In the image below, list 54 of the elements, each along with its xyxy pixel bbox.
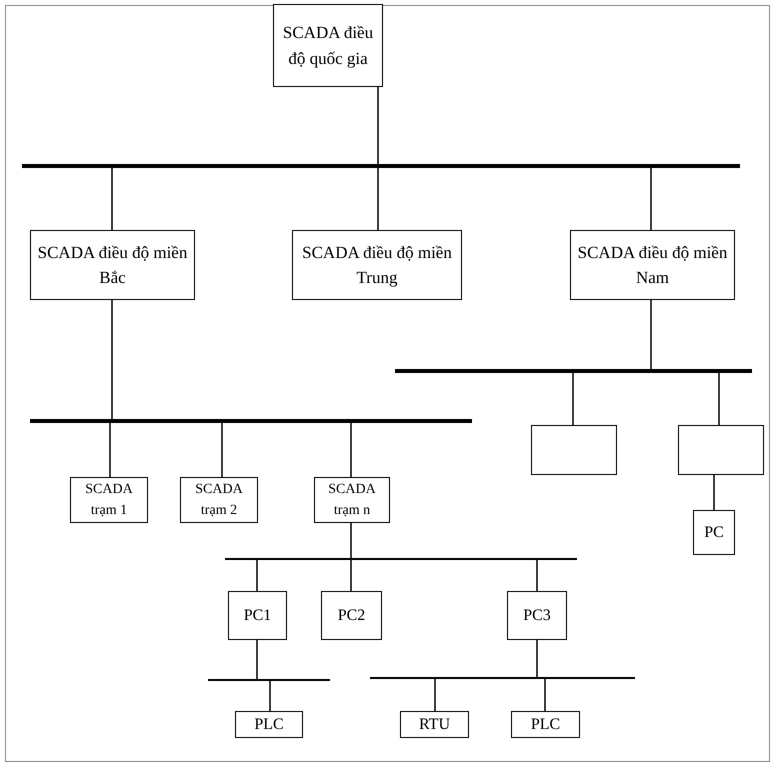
connector-line (109, 423, 111, 477)
empty-box (678, 425, 764, 475)
bus-line (370, 677, 635, 679)
connector-line (111, 168, 113, 230)
connector-line (377, 87, 379, 164)
device-box (180, 477, 258, 523)
connector-line (256, 560, 258, 591)
connector-line (111, 300, 113, 419)
connector-line (536, 560, 538, 591)
node-label: SCADA điều độ quốc gia (282, 22, 374, 70)
connector-line (650, 300, 652, 369)
node-label: PC (704, 522, 724, 542)
connector-line (256, 640, 258, 679)
connector-line (434, 679, 436, 711)
connector-line (713, 475, 715, 510)
device-box (321, 591, 382, 640)
node-label: SCADA trạm n (327, 481, 377, 520)
node-label: PLC (530, 714, 560, 734)
node-label: SCADA trạm 2 (194, 481, 244, 520)
device-box (314, 477, 390, 523)
node-label: SCADA trạm 1 (84, 481, 134, 520)
connector-line (544, 679, 546, 711)
node-label: PC2 (338, 606, 366, 626)
empty-box (531, 425, 617, 475)
connector-line (350, 560, 352, 591)
device-box (507, 591, 567, 640)
device-box (511, 711, 580, 738)
connector-line (572, 373, 574, 425)
connector-line (377, 168, 379, 230)
device-box (292, 230, 462, 300)
bus-line (208, 679, 330, 681)
connector-line (221, 423, 223, 477)
device-box (235, 711, 303, 738)
connector-line (536, 640, 538, 677)
connector-line (350, 423, 352, 477)
node-label: PC1 (244, 606, 272, 626)
node-label: SCADA điều độ miền Bắc (36, 242, 188, 289)
device-box (273, 4, 383, 87)
node-label: RTU (418, 714, 450, 734)
connector-line (350, 523, 352, 558)
device-box (30, 230, 195, 300)
node-label: PC3 (523, 606, 551, 626)
node-label: SCADA điều độ miền Nam (576, 242, 728, 289)
bus-line (225, 558, 577, 560)
node-label: SCADA điều độ miền Trung (301, 242, 453, 289)
device-box (400, 711, 469, 738)
connector-line (650, 168, 652, 230)
device-box (70, 477, 148, 523)
device-box (228, 591, 287, 640)
connector-line (718, 373, 720, 425)
device-box (570, 230, 735, 300)
node-label: PLC (254, 714, 284, 734)
connector-line (269, 681, 271, 711)
device-box (693, 510, 735, 555)
